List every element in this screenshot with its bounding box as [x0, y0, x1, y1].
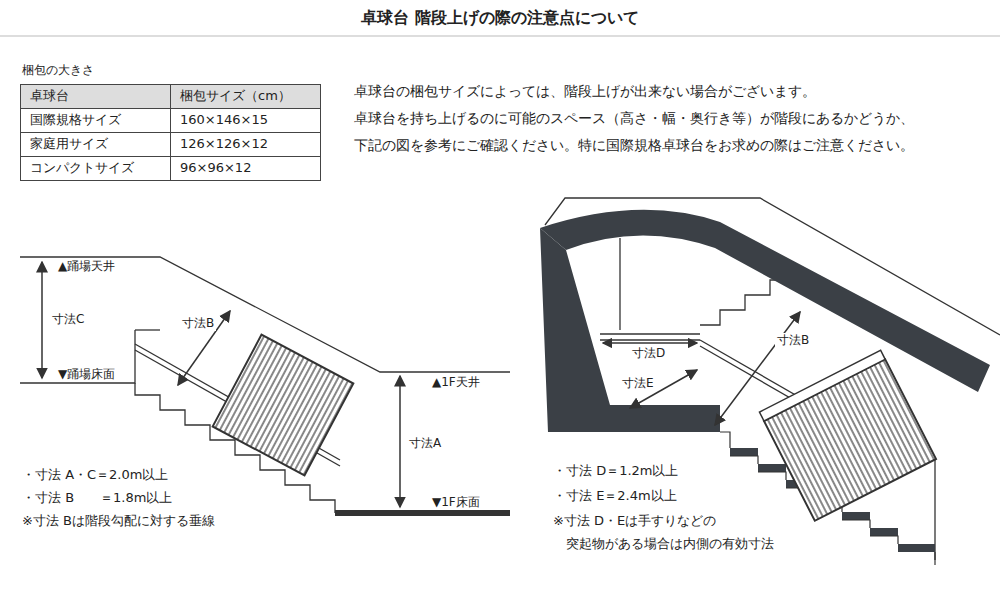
table-cell: 家庭用サイズ [30, 136, 108, 152]
requirement-note: ・寸法 E＝2.4m以上 [553, 488, 677, 504]
level-label: ▲1F天井 [430, 375, 482, 390]
table-cell: 126×126×12 [180, 136, 268, 152]
level-label: ▲踊場天井 [56, 259, 117, 274]
table-cell: 160×146×15 [180, 112, 268, 128]
notice-text: 卓球台の梱包サイズによっては、階段上げが出来ない場合がございます。 [354, 83, 816, 100]
dimension-label: 寸法B [180, 316, 216, 331]
dimension-label: 寸法A [407, 436, 443, 451]
level-label: ▼踊場床面 [56, 367, 117, 382]
requirement-note: ※寸法 D・Eは手すりなどの [553, 513, 716, 529]
requirement-note: ※寸法 Bは階段勾配に対する垂線 [22, 513, 215, 529]
dimension-label: 寸法C [50, 312, 86, 327]
requirement-note: ・寸法 D＝1.2m以上 [553, 463, 678, 479]
dimension-label: 寸法D [630, 346, 667, 361]
dimension-label: 寸法E [620, 376, 656, 391]
page-title: 卓球台 階段上げの際の注意点について [0, 8, 1000, 28]
notice-text: 下記の図を参考にご確認ください。特に国際規格卓球台をお求めの際はご注意ください。 [354, 137, 914, 154]
requirement-note: 突起物がある場合は内側の有効寸法 [566, 536, 774, 552]
notice-text: 卓球台を持ち上げるのに可能のスペース（高さ・幅・奥行き等）が階段にあるかどうか、 [354, 110, 914, 127]
section-heading: 梱包の大きさ [22, 63, 94, 78]
requirement-note: ・寸法 B ＝1.8m以上 [22, 490, 172, 506]
table-cell: 国際規格サイズ [30, 112, 121, 128]
table-cell: 梱包サイズ（cm） [180, 88, 291, 104]
table-cell: コンパクトサイズ [30, 160, 134, 176]
requirement-note: ・寸法 A・C＝2.0m以上 [22, 467, 168, 483]
table-cell: 卓球台 [30, 88, 69, 104]
dimension-label: 寸法B [775, 333, 811, 348]
level-label: ▼1F床面 [430, 495, 482, 510]
table-cell: 96×96×12 [180, 160, 251, 176]
